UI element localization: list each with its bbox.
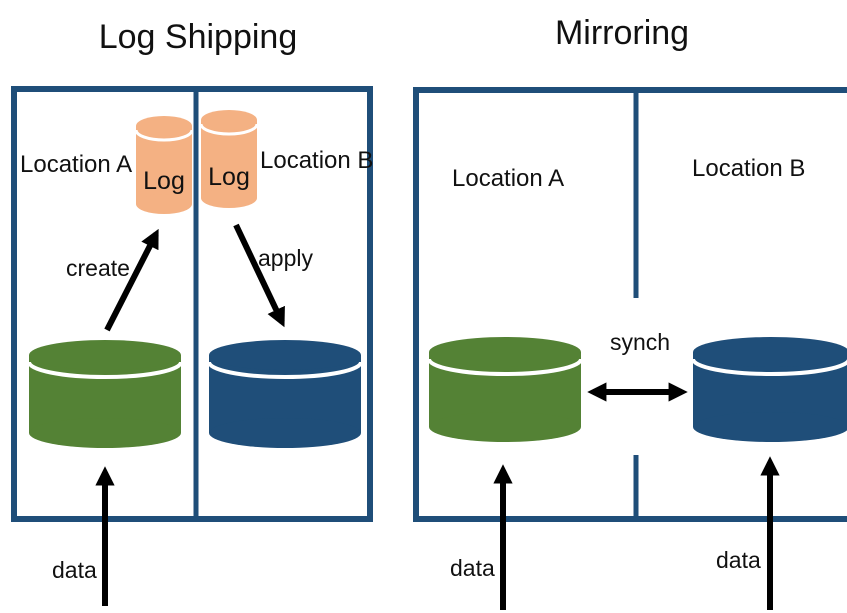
m-location-a-label: Location A (452, 165, 564, 192)
database-blue-mirror-b (691, 337, 847, 442)
ls-location-a-label: Location A (20, 151, 132, 178)
log-shipping-panel: Log Shipping Location A Location B Log L… (11, 18, 373, 606)
ls-location-b-label: Location B (260, 147, 373, 174)
log-cylinder-left (134, 116, 194, 214)
log-shipping-title: Log Shipping (99, 18, 298, 56)
create-arrow (104, 228, 159, 332)
m-data-left-label: data (450, 555, 495, 581)
mirroring-frame (413, 87, 847, 522)
synch-label: synch (610, 329, 670, 355)
database-green-a (27, 340, 183, 448)
mirroring-panel: Mirroring Location A Location B synch da… (413, 14, 847, 610)
ls-data-label: data (52, 557, 97, 583)
mirroring-title: Mirroring (555, 14, 689, 52)
log-shipping-frame (11, 86, 373, 522)
database-green-mirror-a (427, 337, 583, 442)
database-blue-b (207, 340, 363, 448)
apply-label: apply (258, 245, 313, 271)
log-left-label: Log (143, 167, 185, 195)
log-right-label: Log (208, 163, 250, 191)
log-cylinder-right (199, 110, 259, 208)
m-data-right-label: data (716, 547, 761, 573)
create-label: create (66, 255, 130, 281)
apply-arrow (233, 223, 285, 328)
m-location-b-label: Location B (692, 155, 805, 182)
